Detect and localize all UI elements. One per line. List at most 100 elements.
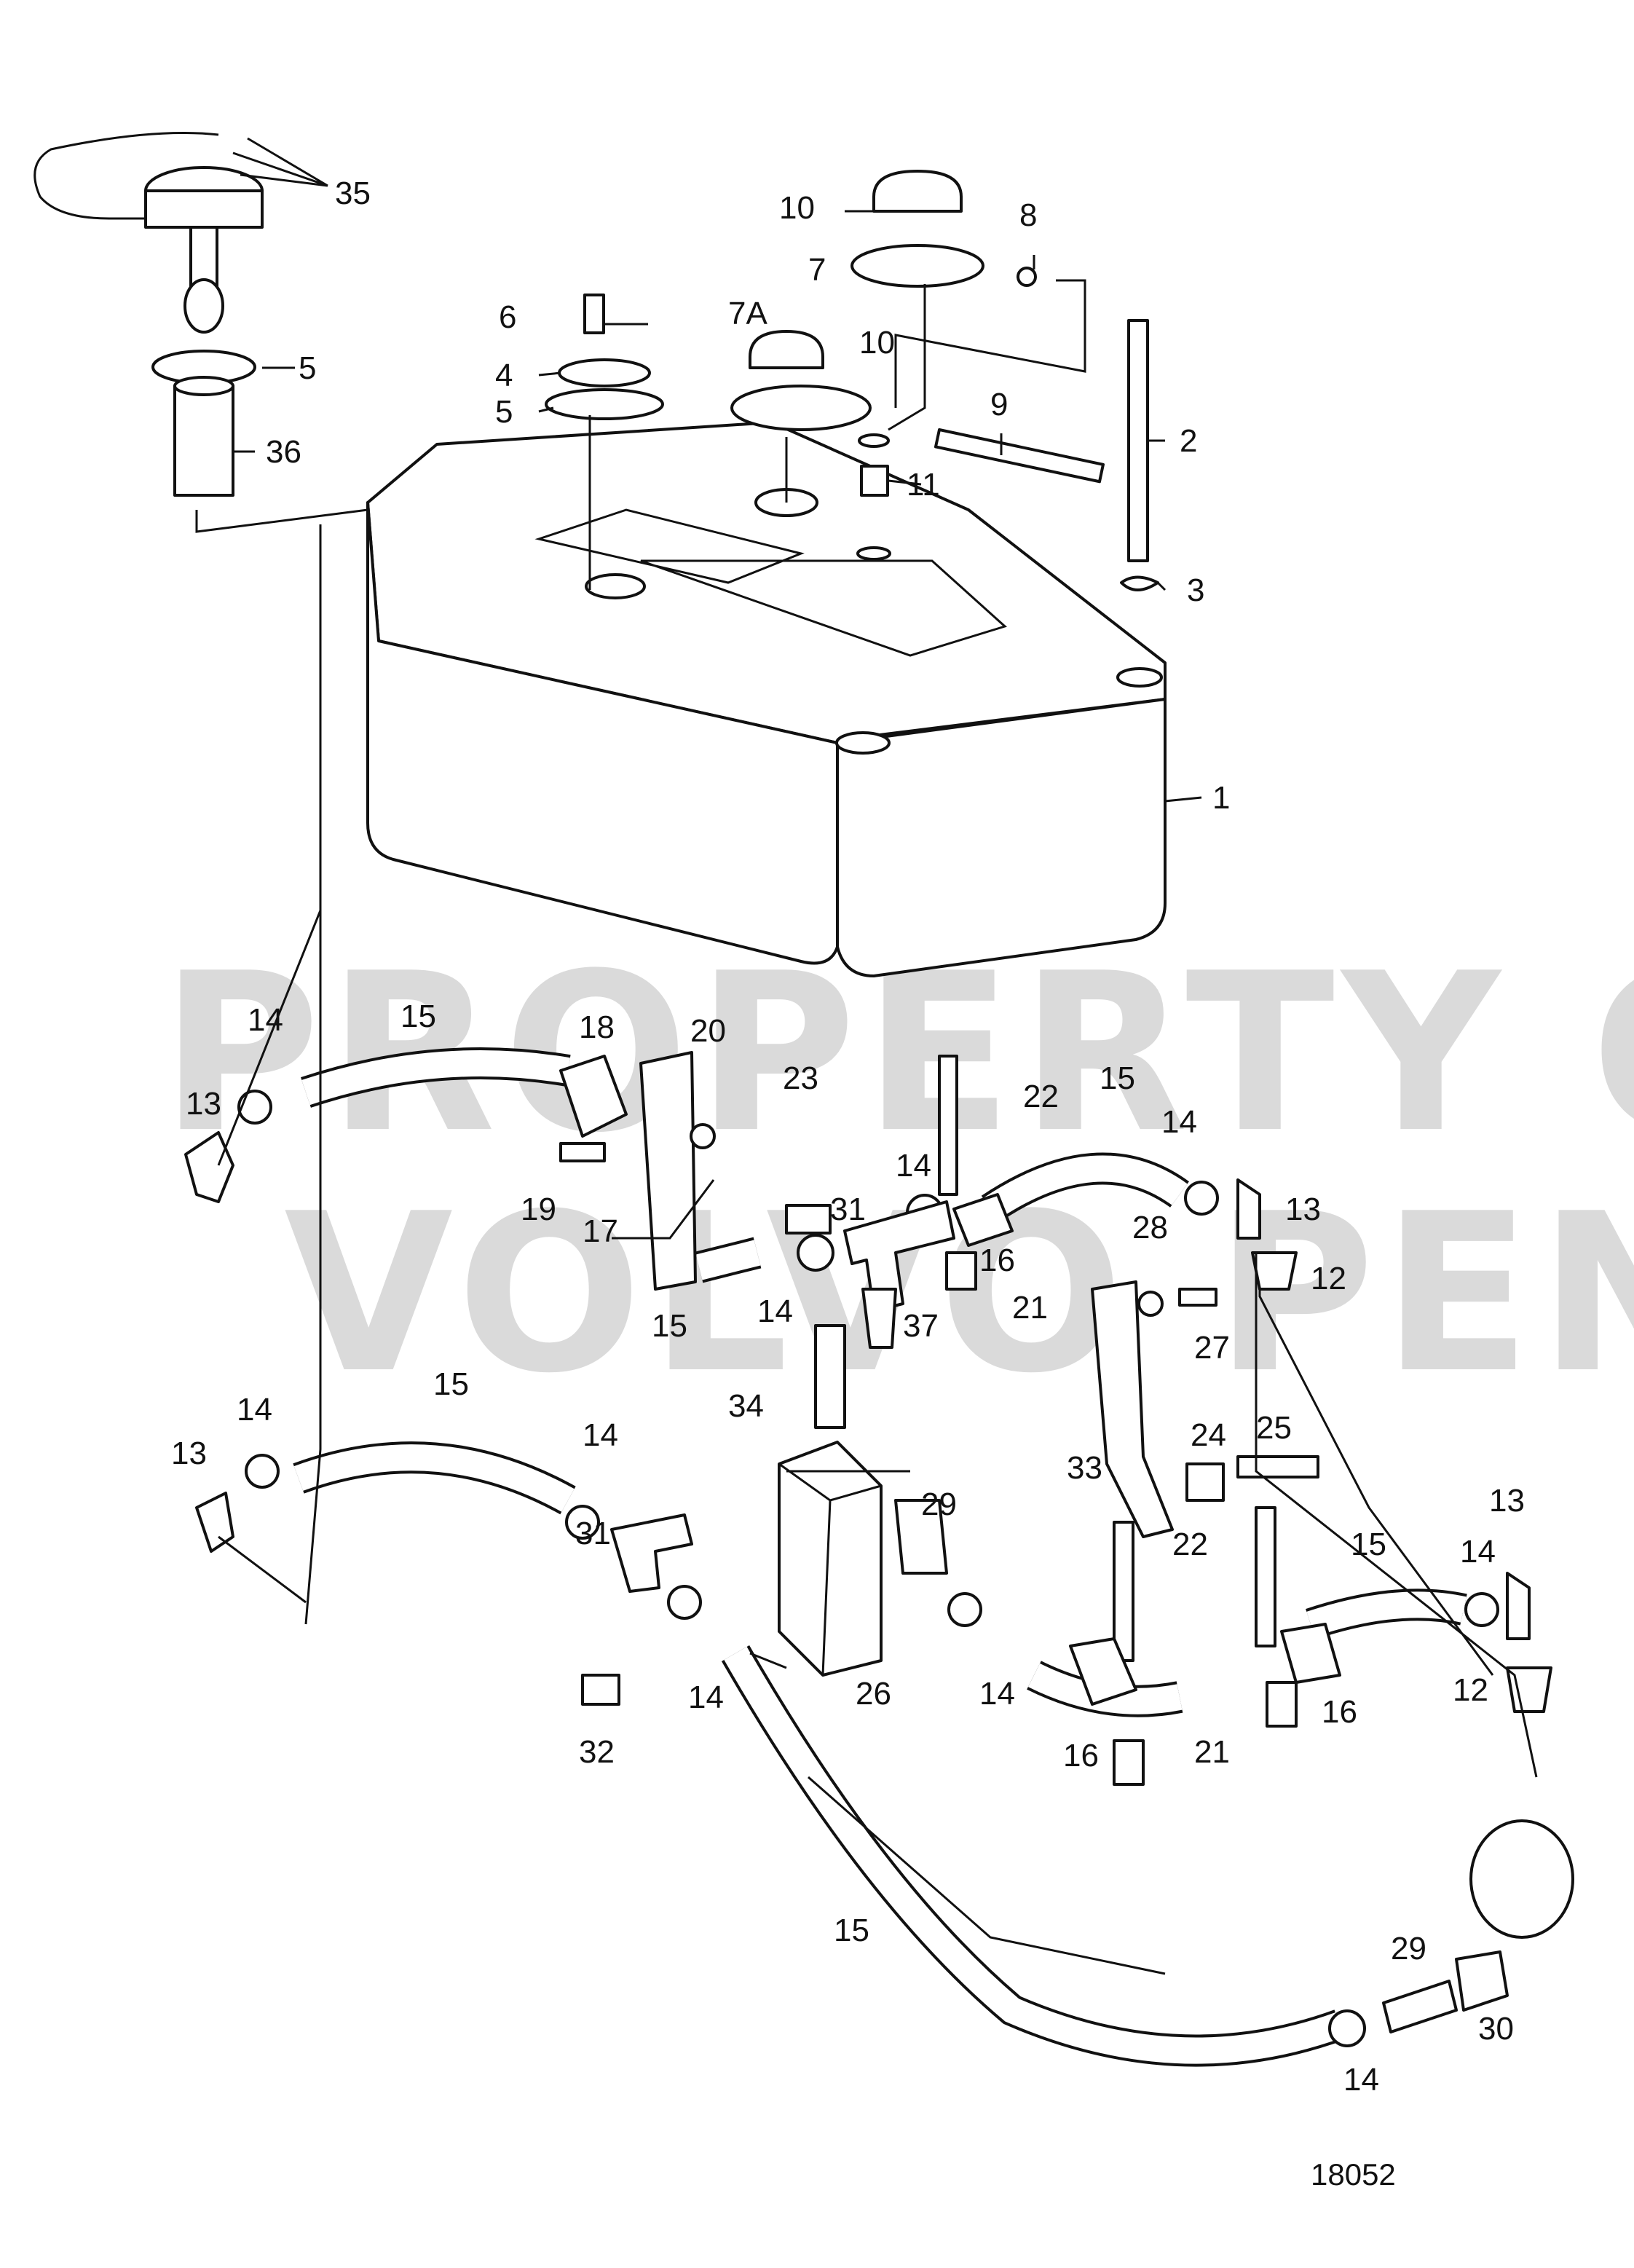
- callout-15-f: 15: [834, 1913, 869, 1948]
- callout-4: 4: [495, 358, 513, 393]
- callout-20: 20: [690, 1013, 726, 1049]
- clip-3: [1120, 575, 1159, 591]
- washer-28: [1137, 1291, 1164, 1317]
- callout-13-d: 13: [1489, 1483, 1525, 1519]
- engine-fitting: [1469, 1819, 1574, 1939]
- nipple-37: [861, 1288, 897, 1349]
- fitting-29-bottom: [1382, 1980, 1458, 2033]
- callout-15-c: 15: [652, 1308, 687, 1344]
- callout-16-b: 16: [1322, 1694, 1357, 1730]
- sender-filter-36: [173, 385, 234, 497]
- callout-22-a: 22: [1023, 1079, 1059, 1114]
- tank-gauge-port: [585, 573, 646, 599]
- callout-15-d: 15: [433, 1366, 469, 1402]
- leader-lines: [195, 137, 1538, 1975]
- sender-float: [183, 278, 224, 334]
- connector-34: [814, 1324, 846, 1429]
- callout-18: 18: [579, 1009, 615, 1045]
- callout-13-a: 13: [186, 1086, 221, 1122]
- bracket-33: [1091, 1280, 1174, 1538]
- clamp-14-lower-left: [245, 1454, 280, 1489]
- sender-unit-assembly: [33, 132, 264, 497]
- tank-front-face: [836, 698, 1167, 977]
- callout-16-a: 16: [979, 1243, 1015, 1278]
- clamp-14-block-right: [947, 1592, 982, 1627]
- callout-33: 33: [1067, 1450, 1102, 1486]
- callout-9: 9: [990, 387, 1008, 422]
- gasket-5: [545, 388, 664, 420]
- callout-37: 37: [903, 1308, 939, 1344]
- fittings: [184, 1051, 1574, 2047]
- block-26: [778, 1441, 883, 1677]
- spacer-21-lower-a: [1113, 1739, 1145, 1786]
- clamp-14-bottom: [1328, 2009, 1366, 2047]
- nut-20: [690, 1123, 716, 1149]
- callout-14-h: 14: [688, 1680, 724, 1715]
- tank-side-face: [366, 501, 839, 965]
- sender-hose: [33, 132, 219, 220]
- clamp-14-upper-right: [1184, 1181, 1219, 1216]
- vent-nipple-8: [1017, 267, 1037, 287]
- callout-19: 19: [521, 1192, 556, 1227]
- callout-21-a: 21: [1012, 1290, 1048, 1326]
- cover-plate-4: [558, 358, 651, 387]
- top-cap-parts: [545, 170, 1159, 591]
- filler-ring-7: [850, 244, 984, 288]
- adapter-12-lower: [1506, 1666, 1552, 1713]
- adapter-12-upper: [1251, 1251, 1298, 1291]
- callout-30: 30: [1478, 2011, 1514, 2047]
- callout-10: 10: [779, 190, 815, 226]
- callout-14-b: 14: [1161, 1104, 1197, 1140]
- bolt-22-upper: [938, 1055, 958, 1196]
- bracket-17: [639, 1051, 697, 1291]
- callout-29-a: 29: [921, 1487, 957, 1522]
- callout-15-b: 15: [1100, 1060, 1135, 1096]
- callouts: 35 10 8 7 6 7A 10 5 4 9 5 2 36 11 3 1 14…: [171, 176, 1525, 2098]
- breather-pipe-9: [934, 428, 1105, 484]
- sleeve-16-upper: [952, 1193, 1014, 1247]
- callout-23: 23: [783, 1060, 818, 1096]
- tee-31-upper: [843, 1200, 955, 1312]
- callout-16-c: 16: [1063, 1738, 1099, 1773]
- callout-1: 1: [1212, 780, 1230, 816]
- callout-8: 8: [1019, 197, 1037, 233]
- callout-12-b: 12: [1453, 1672, 1488, 1708]
- spacer-21-upper: [945, 1251, 977, 1291]
- callout-15-e: 15: [1351, 1527, 1386, 1562]
- callout-14-d: 14: [757, 1294, 793, 1329]
- tank-top-step: [534, 508, 1007, 657]
- bolt-25: [1236, 1455, 1319, 1478]
- spacer-24: [1185, 1462, 1225, 1502]
- watermark-line-2: VOLVO PENTA: [284, 1167, 1634, 1421]
- callout-5: 5: [495, 394, 513, 430]
- callout-11: 11: [907, 467, 940, 503]
- callout-17: 17: [583, 1213, 618, 1249]
- callout-36: 36: [266, 434, 301, 470]
- bolt-19: [559, 1142, 606, 1162]
- callout-28: 28: [1132, 1210, 1168, 1245]
- callout-21-b: 21: [1194, 1734, 1230, 1770]
- bolt-22-lower-a: [1113, 1521, 1134, 1662]
- bolt-27: [1178, 1288, 1217, 1307]
- clamp-14-lower-right: [1464, 1592, 1499, 1627]
- connector-18: [559, 1055, 628, 1138]
- tank-corner-boss-1: [835, 731, 891, 755]
- callout-24: 24: [1191, 1417, 1226, 1453]
- callout-12-a: 12: [1311, 1261, 1346, 1296]
- callout-10b: 10: [859, 325, 895, 361]
- bolt-22-lower-b: [1255, 1506, 1276, 1647]
- callout-32: 32: [579, 1734, 615, 1770]
- filler-cap-10: [872, 170, 963, 213]
- filler-neck-7a: [730, 385, 872, 431]
- plug-32: [581, 1674, 620, 1706]
- fuel-tank: [366, 421, 1167, 977]
- callout-6: 6: [499, 299, 516, 335]
- clamp-14-lower-mid: [565, 1505, 600, 1540]
- callout-13-b: 13: [1285, 1192, 1321, 1227]
- tank-vent-port: [858, 433, 890, 448]
- sleeve-16-lower-a: [1069, 1637, 1137, 1706]
- callout-2: 2: [1180, 423, 1197, 459]
- plug-11: [860, 465, 889, 497]
- callout-13-c: 13: [171, 1436, 207, 1471]
- elbow-13-upper-right: [1236, 1178, 1261, 1240]
